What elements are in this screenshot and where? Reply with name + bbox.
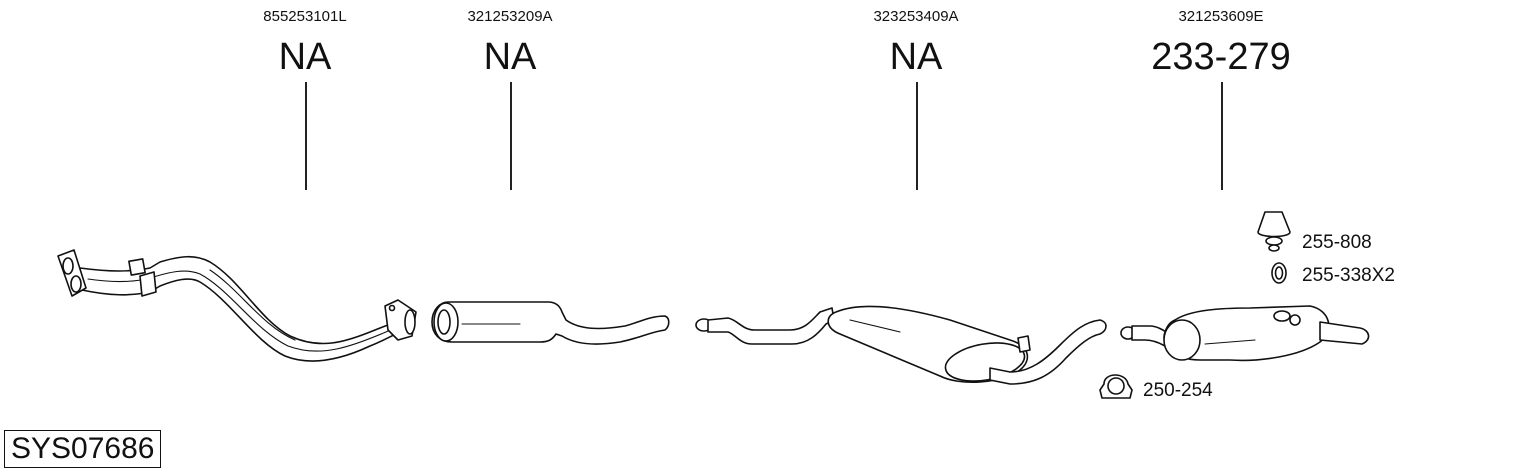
leader-line (916, 82, 918, 190)
front-silencer-drawing[interactable] (431, 301, 670, 345)
leader-line (305, 82, 307, 190)
front-pipe-drawing[interactable] (57, 249, 417, 362)
reference-number[interactable]: NA (889, 36, 943, 78)
accessory-code[interactable]: 255-338X2 (1302, 265, 1395, 286)
middle-silencer-drawing[interactable] (695, 305, 1107, 386)
rubber-mount-icon (1257, 211, 1291, 252)
system-code-box: SYS07686 (4, 430, 162, 468)
oem-number: 321253609E (1178, 8, 1264, 25)
reference-number[interactable]: 233-279 (1151, 36, 1291, 78)
reference-number[interactable]: NA (483, 36, 537, 78)
leader-line (1221, 82, 1223, 190)
reference-number[interactable]: NA (278, 36, 332, 78)
accessory-code[interactable]: 255-808 (1302, 232, 1372, 253)
oem-number: 855253101L (263, 8, 347, 25)
accessory-code[interactable]: 250-254 (1143, 380, 1213, 401)
rear-silencer-drawing[interactable] (1120, 305, 1370, 362)
leader-line (510, 82, 512, 190)
oem-number: 321253209A (467, 8, 553, 25)
rubber-ring-icon (1271, 262, 1287, 284)
pipe-clamp-icon (1099, 374, 1133, 399)
oem-number: 323253409A (873, 8, 959, 25)
